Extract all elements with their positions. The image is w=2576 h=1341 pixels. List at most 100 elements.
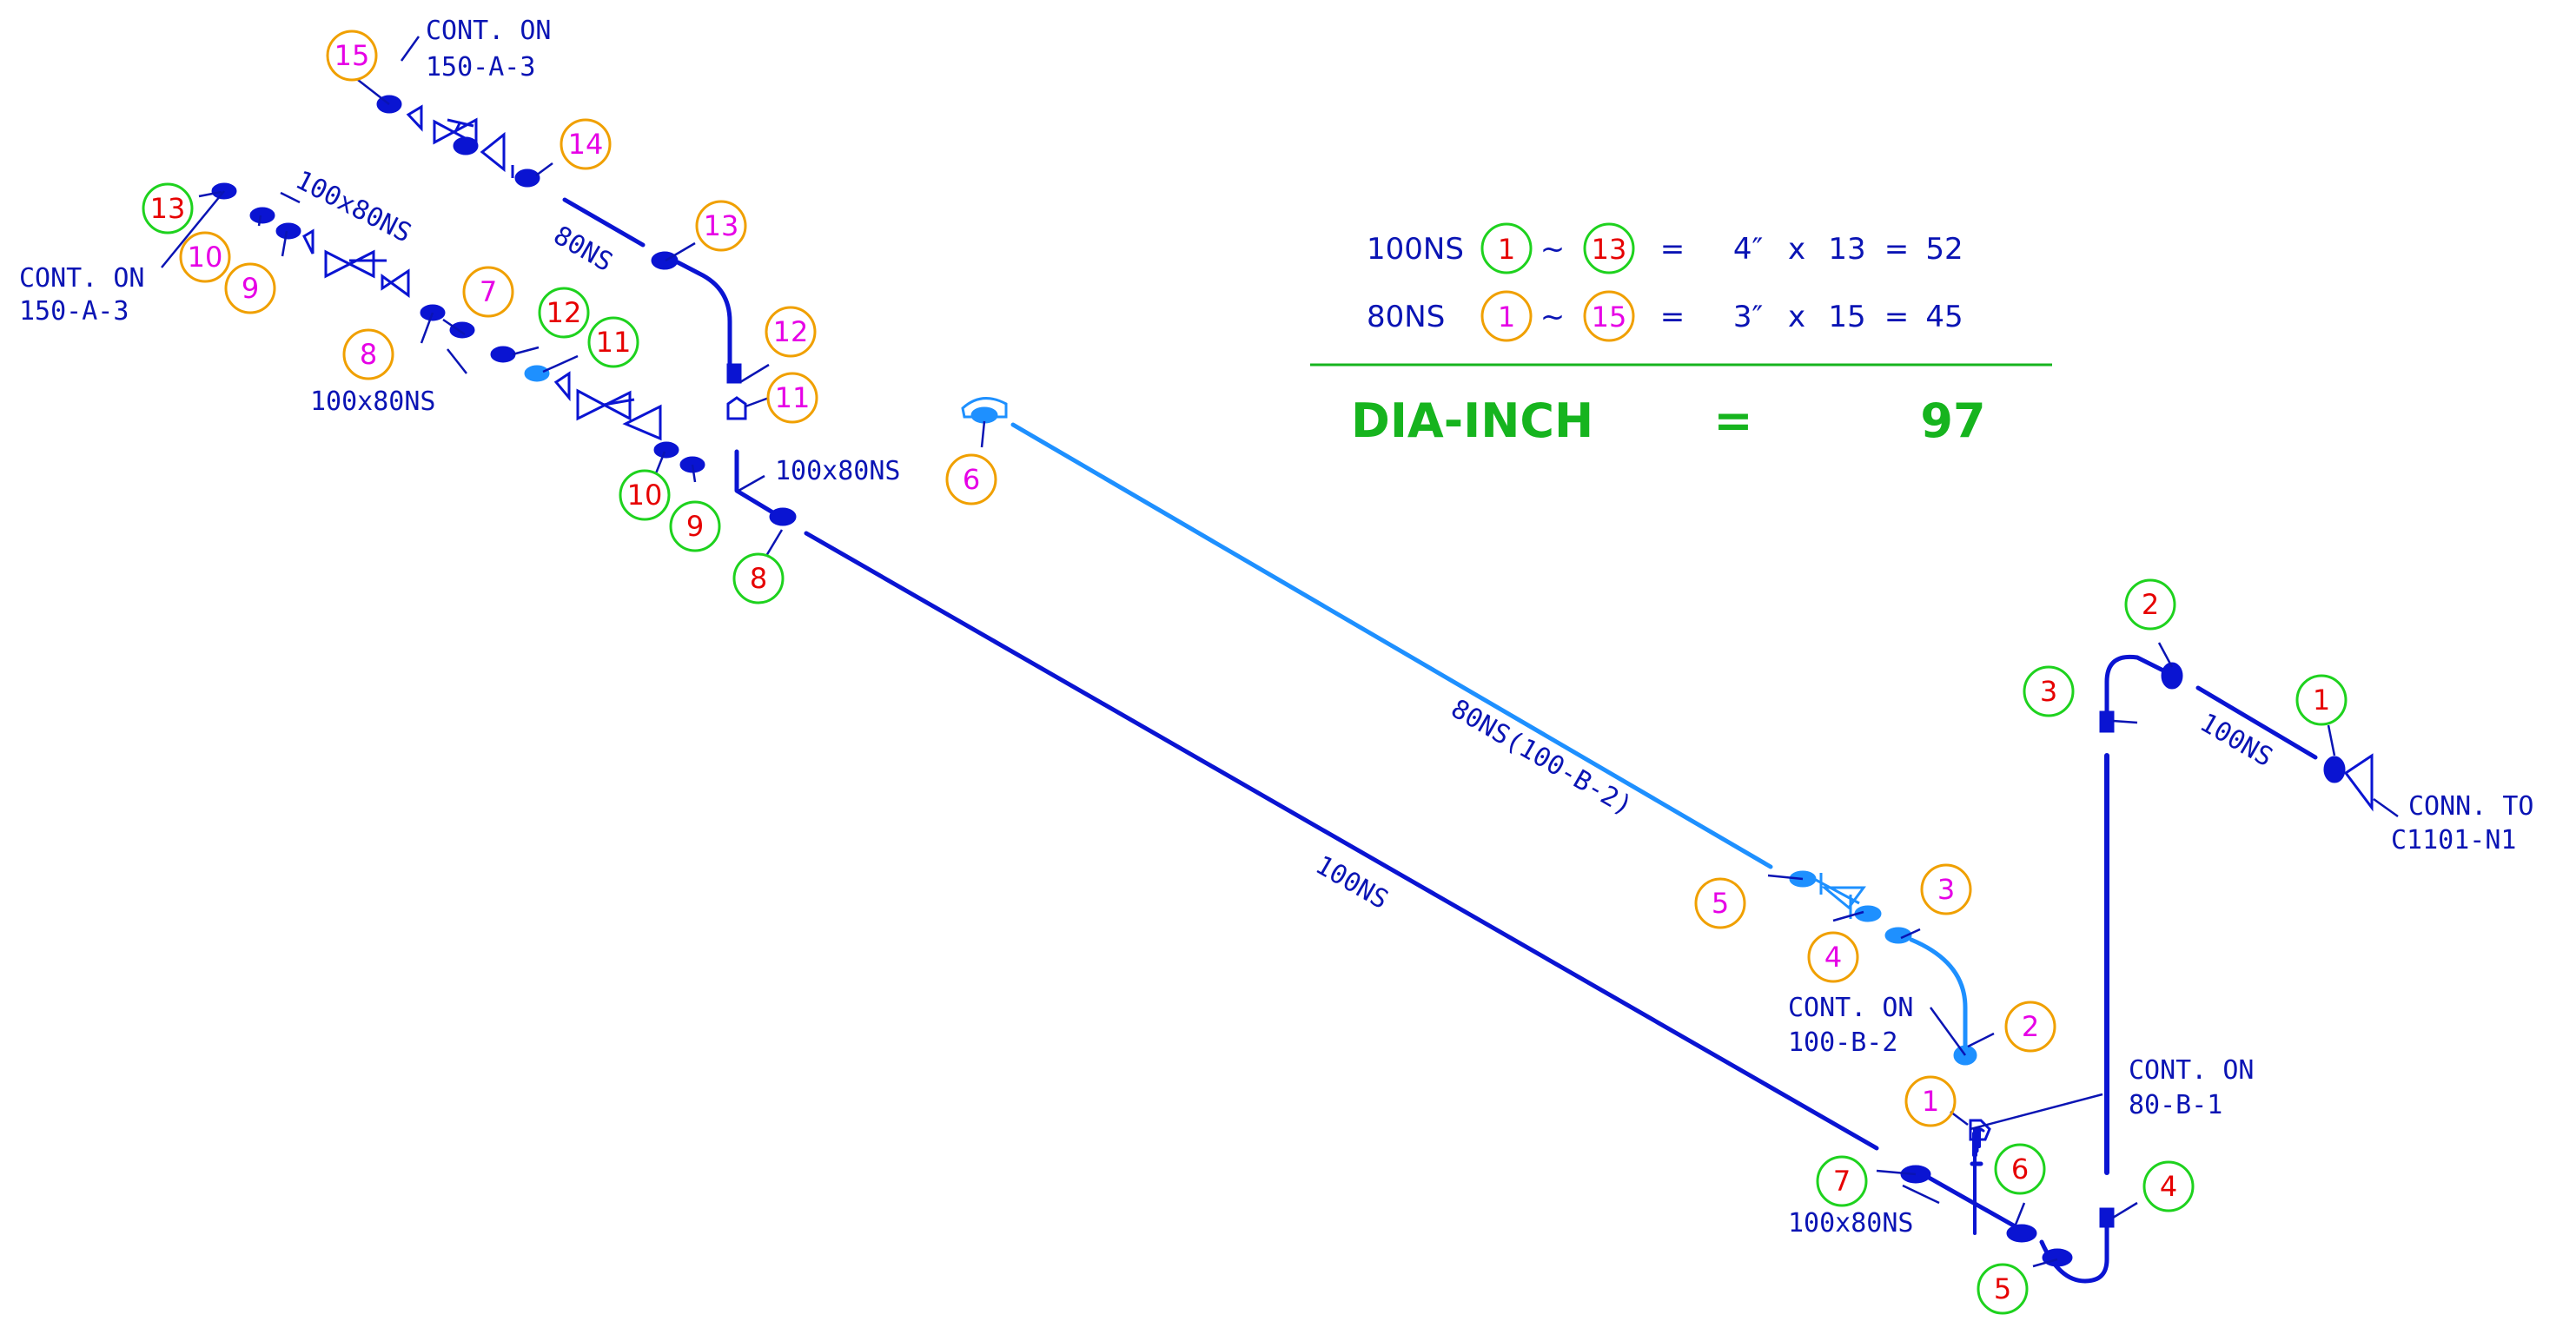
svg-text:8: 8	[750, 562, 767, 595]
weld-balloon-green: 3	[2023, 665, 2075, 717]
weld-dot	[453, 136, 479, 155]
fittings	[211, 95, 2374, 1267]
pipe-100ns-riser-left	[734, 449, 790, 524]
weld-balloon-orange: 15	[326, 30, 378, 82]
svg-text:3: 3	[2040, 675, 2057, 708]
weld-dot	[514, 168, 540, 188]
weld-balloon-orange: 3	[1920, 863, 1972, 915]
weld-balloon-green: 12	[538, 287, 590, 339]
cont-on-label: CONT. ON	[19, 263, 145, 294]
pipe-100ns-main	[804, 531, 1879, 1151]
weld-balloon-green: 5	[1977, 1263, 2029, 1315]
svg-text:3″: 3″	[1733, 300, 1763, 334]
pipe-80ns-100b2	[1010, 422, 1773, 869]
elbow-weld	[2099, 710, 2115, 733]
summary-row-80ns: 80NS 1 ~ 15 = 3″ x 15 = 45	[1367, 290, 1963, 342]
reducer-symbol	[1969, 1119, 1991, 1141]
pipe-lines	[562, 197, 2318, 1284]
pipe-size-label: 100NS	[1310, 850, 1394, 915]
weld-balloon-green: 2	[2124, 578, 2176, 631]
weld-balloon-orange: 7	[462, 266, 514, 318]
weld-dot	[2323, 756, 2346, 783]
weld-balloon-orange: 11	[766, 372, 818, 424]
svg-text:6: 6	[2011, 1153, 2029, 1186]
svg-text:10: 10	[188, 241, 223, 274]
gate-valve-symbol	[406, 104, 478, 147]
svg-text:11: 11	[596, 326, 632, 359]
valve-stem	[447, 118, 474, 133]
svg-text:1: 1	[1922, 1085, 1939, 1118]
leader-lines	[161, 36, 2399, 1268]
svg-text:3: 3	[1937, 873, 1955, 906]
weld-balloon-green: 6	[1994, 1143, 2046, 1195]
weld-balloon-orange: 4	[1807, 931, 1859, 983]
weld-balloon-orange: 14	[560, 118, 612, 170]
weld-dot	[249, 207, 275, 224]
svg-text:=: =	[1660, 300, 1685, 334]
pipe-80ns-top-to-elbow	[675, 260, 732, 367]
svg-text:x: x	[1788, 232, 1805, 267]
elbow-weld	[2099, 1207, 2115, 1228]
flange-valve-symbol	[1813, 873, 1866, 919]
weld-balloon-green: 8	[732, 552, 785, 604]
check-valve-symbol	[381, 268, 410, 298]
summary-row-100ns: 100NS 1 ~ 13 = 4″ x 13 = 52	[1367, 222, 1963, 274]
svg-text:1: 1	[2313, 684, 2330, 717]
cont-on-line-label: 150-A-3	[19, 296, 129, 327]
svg-text:15: 15	[334, 39, 370, 72]
pipe-vertical-80b1	[1975, 1127, 1985, 1140]
reducer-label: 100x80NS	[290, 165, 416, 249]
cont-on-label: CONT. ON	[2129, 1055, 2255, 1086]
svg-text:100NS: 100NS	[1367, 232, 1464, 267]
cont-on-line-label: 150-A-3	[426, 52, 535, 83]
reducer-symbol	[726, 396, 747, 420]
svg-text:5: 5	[1712, 887, 1729, 920]
elbow-weld	[726, 363, 742, 384]
svg-text:1: 1	[1498, 301, 1515, 334]
cont-on-line-label: 80-B-1	[2129, 1090, 2222, 1120]
weld-balloon-orange: 5	[1694, 877, 1746, 929]
svg-text:=: =	[1884, 300, 1910, 334]
svg-text:~: ~	[1540, 232, 1566, 267]
pipe-size-label: 80NS	[548, 221, 618, 278]
pipe-size-label: 100NS	[2195, 708, 2278, 773]
check-valve-symbol	[622, 404, 662, 441]
svg-text:14: 14	[568, 128, 604, 161]
reducer-label: 100x80NS	[775, 456, 901, 486]
svg-text:9: 9	[242, 272, 259, 305]
svg-text:6: 6	[963, 463, 980, 496]
svg-text:97: 97	[1920, 393, 1985, 448]
weld-balloon-orange: 8	[342, 328, 394, 380]
weld-dot	[769, 507, 797, 526]
weld-balloon-orange: 9	[224, 262, 276, 314]
weld-balloon-green: 9	[669, 500, 721, 552]
gate-valve-symbol	[553, 371, 632, 421]
svg-text:4″: 4″	[1733, 232, 1763, 267]
reducer-label: 100x80NS	[1788, 1208, 1914, 1239]
weld-balloon-green: 4	[2142, 1160, 2195, 1212]
svg-text:8: 8	[360, 338, 377, 371]
svg-text:4: 4	[1824, 941, 1842, 974]
weld-dot	[275, 222, 301, 240]
check-valve-symbol	[480, 131, 514, 178]
dia-inch-summary: 100NS 1 ~ 13 = 4″ x 13 = 52 80NS 1 ~ 15 …	[1310, 222, 2052, 448]
weld-dot	[490, 346, 516, 363]
svg-text:52: 52	[1925, 232, 1963, 267]
weld-balloons: 13 15 14 10 9 13 7 8 12 11 12 11 10 9 8 …	[142, 30, 2348, 1315]
weld-dot	[2006, 1224, 2037, 1243]
weld-dot	[524, 365, 550, 382]
weld-dot	[970, 406, 998, 424]
cont-on-label: CONT. ON	[426, 16, 552, 46]
svg-text:1: 1	[1498, 233, 1515, 266]
svg-text:2: 2	[2142, 588, 2159, 621]
pipe-100ns-right	[2195, 685, 2318, 760]
weld-balloon-green: 11	[587, 316, 639, 368]
pipe-80ns-100b2-bend	[1909, 937, 1968, 1054]
svg-text:7: 7	[480, 275, 497, 308]
valve-stem	[603, 398, 635, 406]
svg-text:12: 12	[546, 296, 582, 329]
summary-total: DIA-INCH = 97	[1351, 393, 1986, 448]
svg-text:DIA-INCH: DIA-INCH	[1351, 393, 1593, 448]
weld-balloon-green: 7	[1816, 1155, 1868, 1207]
